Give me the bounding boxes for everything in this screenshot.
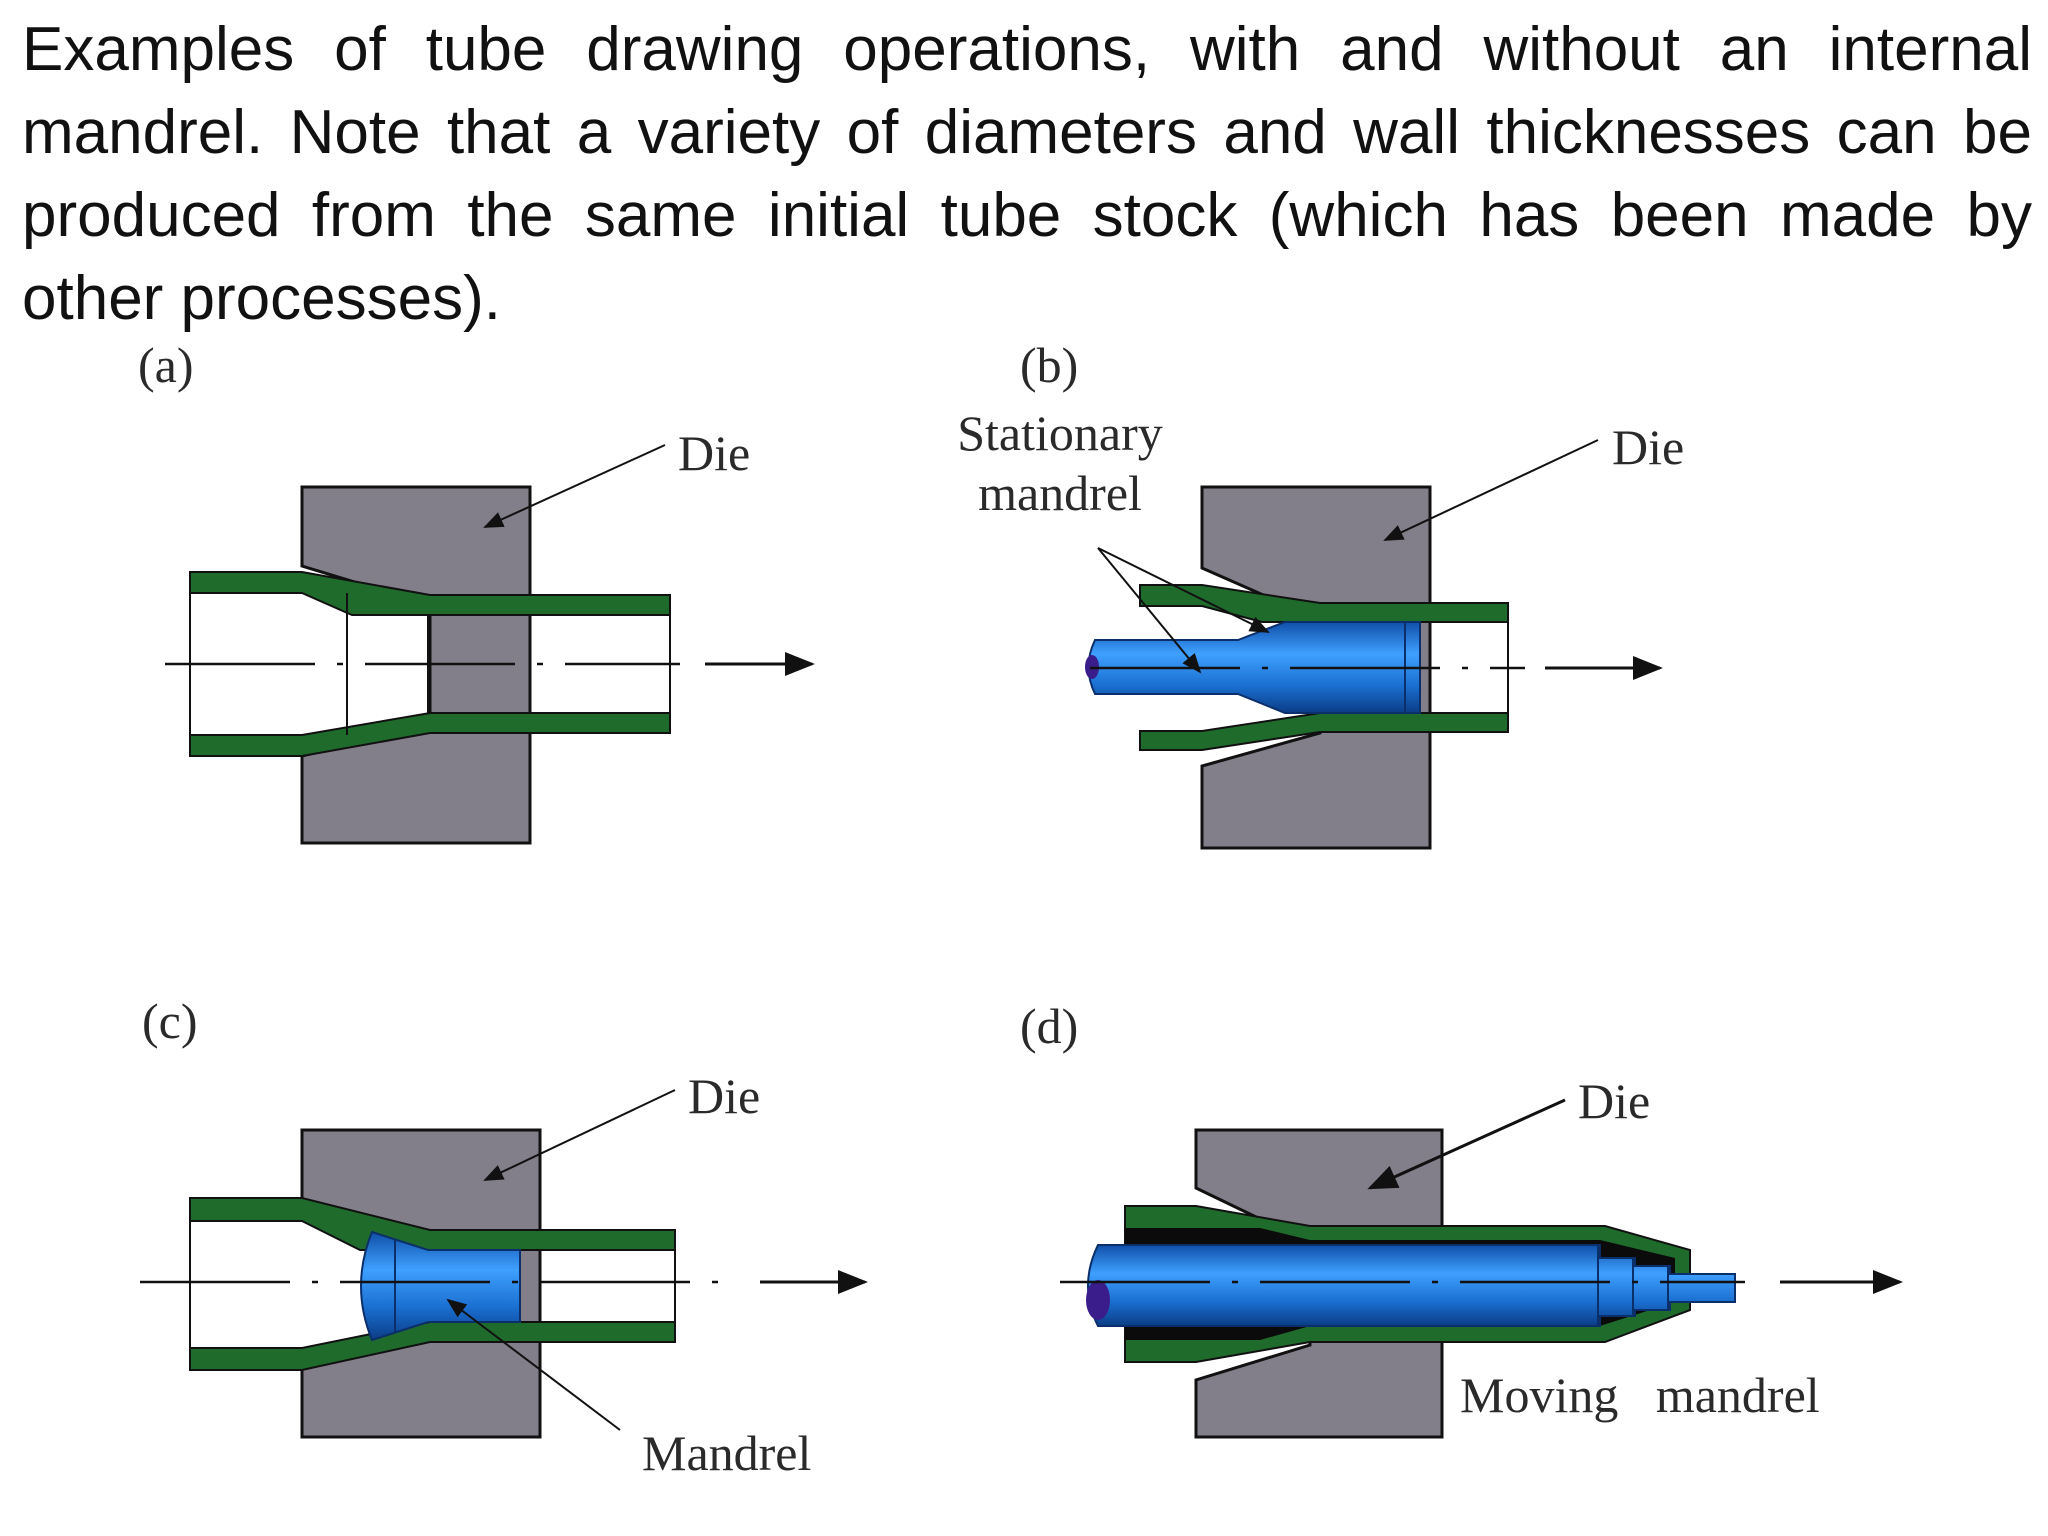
mandrel-leader-b2 xyxy=(1097,547,1270,633)
tube-wall-lower-b xyxy=(1139,712,1509,751)
tube-wall-lower-c xyxy=(189,1321,676,1371)
tube-wall-lower-a xyxy=(189,712,671,757)
panel-d-tag: (d) xyxy=(1020,998,1078,1054)
panel-b-tag: (b) xyxy=(1020,337,1078,393)
mandrel-label-b-line1: Stationary xyxy=(957,405,1163,461)
mandrel-label-d: Moving mandrel xyxy=(1460,1367,1820,1423)
figure-caption: Examples of tube drawing operations, wit… xyxy=(22,15,2032,333)
die-label-c: Die xyxy=(688,1068,760,1124)
mandrel-label-b-line2: mandrel xyxy=(978,465,1142,521)
panel-a: (a) Die xyxy=(138,337,815,845)
die-leader-a xyxy=(483,444,666,528)
panel-b: (b) Die Stationary mandrel xyxy=(957,337,1684,850)
panel-c-tag: (c) xyxy=(142,993,198,1049)
mandrel-leader-c xyxy=(446,1298,621,1431)
tube-wall-upper-c xyxy=(189,1197,676,1251)
die-label-d: Die xyxy=(1578,1073,1650,1129)
mandrel-label-c: Mandrel xyxy=(642,1425,811,1481)
panel-c: (c) Die Mandrel xyxy=(140,993,868,1481)
die-label-a: Die xyxy=(678,425,750,481)
moving-mandrel-d xyxy=(1087,1244,1736,1327)
die-leader-c xyxy=(483,1089,676,1181)
panel-d: (d) Die Moving mandrel xyxy=(1020,998,1903,1439)
die-label-b: Die xyxy=(1612,419,1684,475)
tube-wall-upper-a xyxy=(189,571,671,616)
stationary-mandrel-b xyxy=(1087,621,1421,714)
floating-mandrel-c xyxy=(360,1230,521,1342)
mandrel-leader-b1 xyxy=(1097,547,1202,674)
panel-a-tag: (a) xyxy=(138,337,194,393)
die-leader-d xyxy=(1367,1098,1566,1190)
die-leader-b xyxy=(1383,439,1599,541)
